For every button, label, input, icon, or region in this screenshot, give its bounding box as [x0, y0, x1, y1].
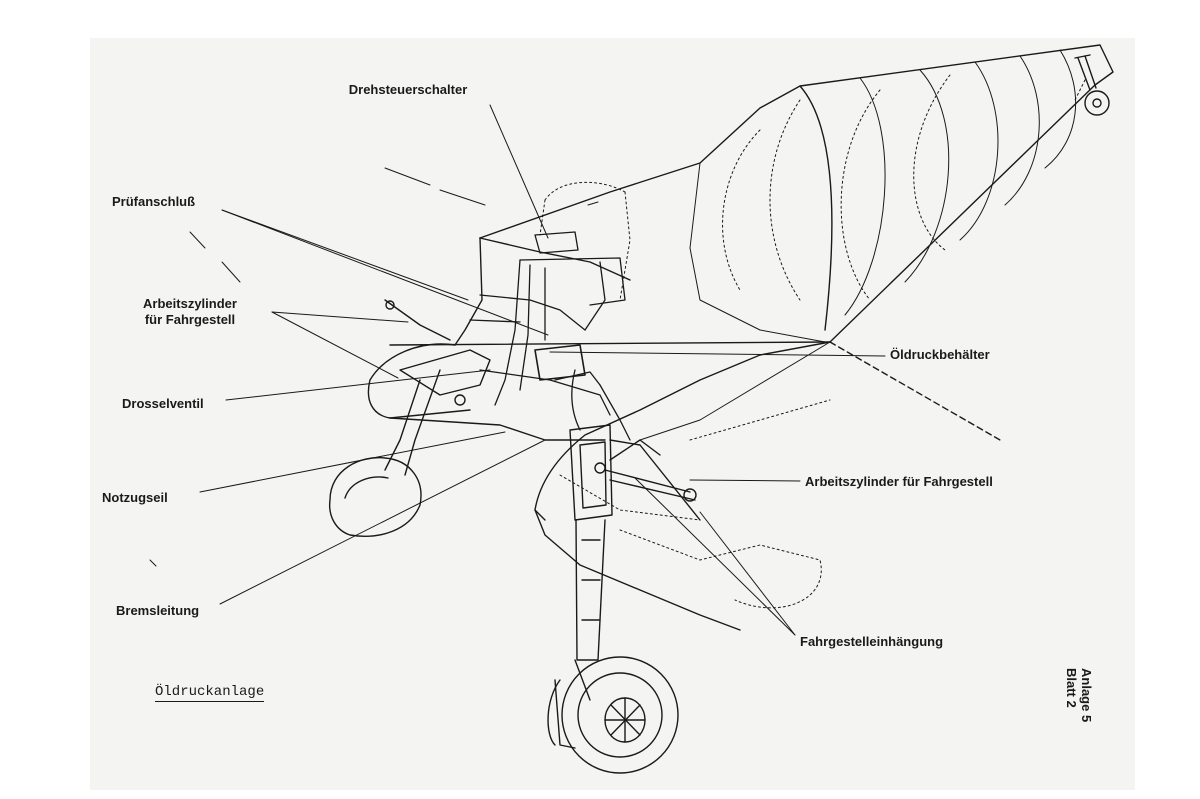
scanned-page [90, 38, 1135, 790]
control-block [469, 231, 631, 441]
right-main-gear [569, 424, 697, 661]
label-notzugseil: Notzugseil [102, 490, 168, 505]
fuselage-frames [844, 49, 1077, 316]
label-arbeitszylinder-left-line2: für Fahrgestell [144, 312, 236, 327]
label-fahrgestelleinhaengung: Fahrgestelleinhängung [800, 634, 944, 649]
sheet-annex: Anlage 5 [1079, 668, 1094, 723]
label-drehsteuerschalter: Drehsteuerschalter [348, 82, 468, 97]
label-oeldruckbehaelter: Öldruckbehälter [890, 347, 990, 362]
sheet-reference: Anlage 5 Blatt 2 [1064, 668, 1094, 723]
label-arbeitszylinder-left-line1: Arbeitszylinder [143, 296, 237, 311]
left-wing [367, 343, 606, 441]
label-bremsleitung: Bremsleitung [116, 603, 200, 618]
label-pruefanschluss: Prüfanschluß [112, 194, 196, 209]
right-wing [534, 341, 831, 631]
right-main-wheel [547, 656, 679, 774]
document-title: Öldruckanlage [155, 684, 265, 702]
label-arbeitszylinder-right: Arbeitszylinder für Fahrgestell [805, 474, 993, 489]
hidden-lines [539, 74, 1086, 609]
left-main-gear [328, 299, 491, 537]
leader-lines [199, 104, 886, 636]
fuselage-outline [454, 44, 1114, 346]
tail-wheel [1074, 54, 1110, 116]
center-line [149, 167, 599, 567]
wing-leading-edge [389, 341, 1001, 441]
label-drosselventil: Drosselventil [122, 396, 204, 411]
sheet-number: Blatt 2 [1064, 668, 1079, 708]
